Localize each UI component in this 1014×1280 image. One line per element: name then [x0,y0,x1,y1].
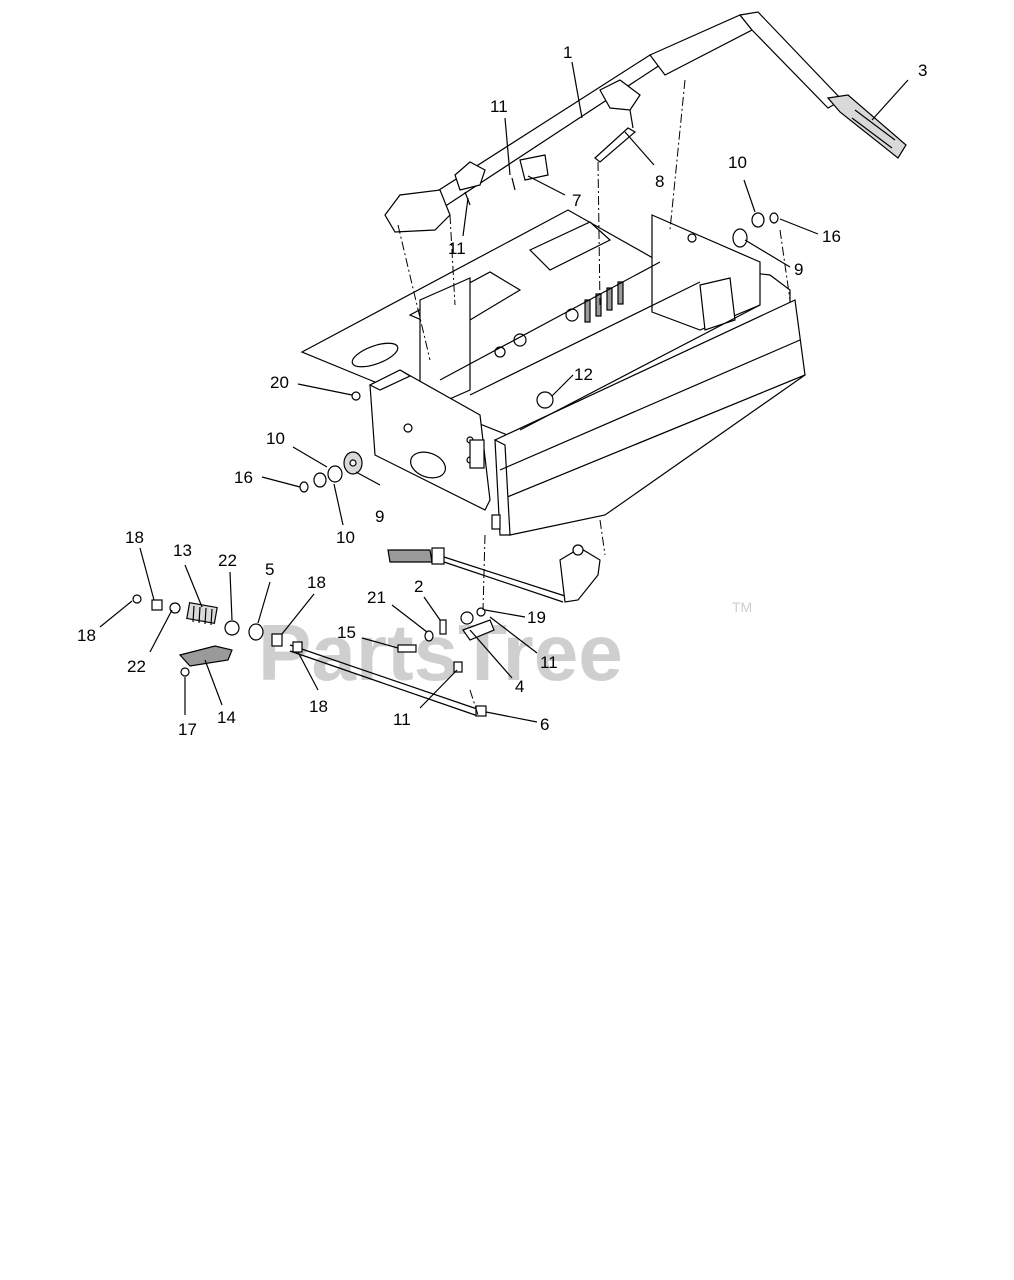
callout-6: 6 [540,715,549,734]
callout-11-upper: 11 [490,97,508,116]
centerlines [397,79,791,716]
callout-18-mid: 18 [307,573,326,592]
callout-12: 12 [574,365,593,384]
callout-10-left-lower: 10 [336,528,355,547]
callout-22-lower: 22 [127,657,146,676]
linkage-assembly [132,544,601,717]
callout-15: 15 [337,623,356,642]
callout-14: 14 [217,708,236,727]
callout-22-upper: 22 [218,551,237,570]
callout-18-bottom: 18 [309,697,328,716]
leader-lines [99,61,909,723]
callout-18-far-left: 18 [77,626,96,645]
callout-17: 17 [178,720,197,739]
callout-7: 7 [572,191,581,210]
callout-9-right: 9 [794,260,803,279]
callout-16-left: 16 [234,468,253,487]
callout-10-right: 10 [728,153,747,172]
callout-16-right: 16 [822,227,841,246]
trademark-mark: TM [732,599,752,615]
callout-5: 5 [265,560,274,579]
callout-9-left: 9 [375,507,384,526]
pedal-shaft-assembly [384,11,907,233]
callout-19: 19 [527,608,546,627]
right-washers [732,212,779,248]
callout-18-top-left: 18 [125,528,144,547]
callout-3: 3 [918,61,927,80]
callout-20: 20 [270,373,289,392]
callout-2: 2 [414,577,423,596]
callout-13: 13 [173,541,192,560]
callout-4: 4 [515,677,524,696]
callout-11-bottom: 11 [393,710,411,729]
frame-assembly [300,209,806,536]
callout-11-right: 11 [540,653,558,672]
callout-10-left-upper: 10 [266,429,285,448]
callout-21: 21 [367,588,386,607]
callout-labels: 1 3 11 7 8 11 10 16 9 12 20 10 16 10 9 1… [77,43,927,739]
callout-11-lower: 11 [448,239,466,258]
callout-1: 1 [563,43,572,62]
left-washers [299,451,363,493]
callout-8: 8 [655,172,664,191]
